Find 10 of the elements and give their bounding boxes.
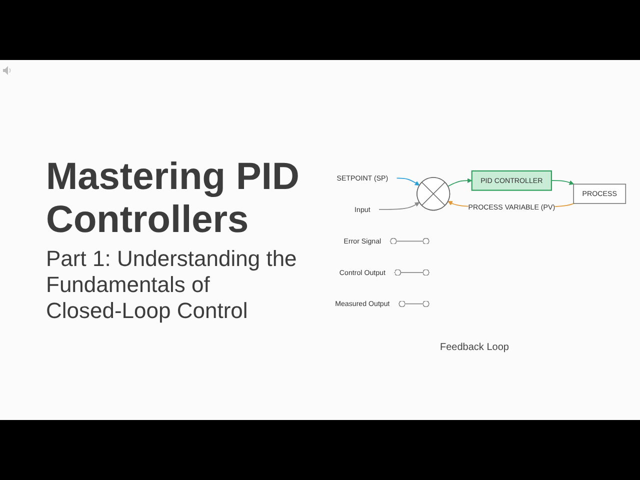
- slide-title: Mastering PID Controllers: [46, 156, 300, 242]
- connector: [398, 300, 430, 308]
- arrow: [447, 178, 472, 187]
- slide-subtitle: Part 1: Understanding the Fundamentals of Closed-Loop Control: [46, 246, 298, 324]
- arrow: [551, 180, 574, 185]
- annotation-text: Feedback Loop: [440, 342, 509, 353]
- connector: [389, 238, 430, 245]
- arrow: [378, 202, 420, 210]
- arrow: [396, 178, 420, 186]
- connector: [394, 269, 430, 276]
